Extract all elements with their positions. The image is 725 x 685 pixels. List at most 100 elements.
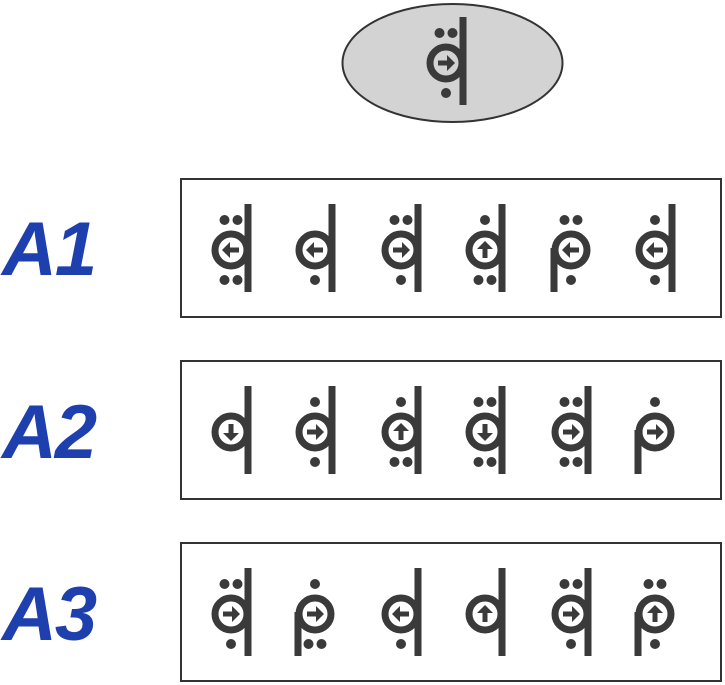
glyph-bottom-dot — [559, 457, 570, 467]
row-a3-glyph-1 — [211, 568, 252, 656]
arrow-down-icon — [477, 424, 493, 441]
row-a2-glyph-6 — [634, 397, 675, 474]
glyph-stem — [244, 568, 252, 656]
row-a1-glyph-3 — [381, 204, 422, 292]
row-a2-glyph-2 — [295, 386, 336, 474]
glyph-top-dot — [559, 397, 570, 407]
glyph-top-dot — [486, 397, 497, 407]
row-a1-glyph-5 — [550, 215, 591, 292]
glyph-bottom-dot — [389, 457, 400, 467]
glyph-bottom-dot — [473, 275, 484, 285]
glyph-stem — [634, 430, 642, 474]
glyph-bottom-dot — [219, 275, 230, 285]
glyph-bottom-dot — [486, 275, 497, 285]
glyph-stem — [414, 568, 422, 656]
glyph-bottom-dot — [650, 639, 660, 649]
glyph-top-dot — [572, 397, 583, 407]
glyph-stem — [244, 386, 252, 474]
row-a1-glyph-4 — [465, 204, 506, 292]
arrow-up-icon — [477, 241, 493, 258]
arrow-right-icon — [223, 606, 240, 622]
glyph-bottom-dot — [402, 457, 413, 467]
glyph-top-dot — [219, 215, 230, 225]
glyph-top-dot — [389, 215, 400, 225]
row-a2-glyph-5 — [551, 386, 592, 474]
glyph-bottom-dot — [310, 457, 320, 467]
glyph-top-dot — [572, 215, 583, 225]
arrow-left-icon — [392, 606, 409, 622]
glyph-bottom-dot — [310, 275, 320, 285]
row-a2-glyph-1 — [211, 386, 252, 474]
glyph-top-dot — [310, 579, 320, 589]
glyph-bottom-dot — [396, 275, 406, 285]
row-a1-glyph-1 — [211, 204, 252, 292]
glyph-top-dot — [447, 28, 458, 38]
arrow-up-icon — [647, 605, 663, 622]
glyph-stem — [459, 17, 467, 105]
row-a1-glyph-6 — [635, 204, 676, 292]
row-box-a3 — [180, 542, 722, 682]
row-a2-glyph-3 — [381, 386, 422, 474]
row-a1-glyph-2 — [295, 204, 336, 292]
target-symbol-panel — [340, 2, 565, 124]
glyph-top-dot — [396, 397, 406, 407]
glyph-bottom-dot — [566, 275, 576, 285]
glyph-bottom-dot — [316, 639, 327, 649]
row-a1-symbols — [211, 204, 676, 292]
row-label-a1: A1 — [2, 207, 97, 292]
glyph-bottom-dot — [486, 457, 497, 467]
glyph-bottom-dot — [303, 639, 314, 649]
glyph-top-dot — [559, 215, 570, 225]
glyph-top-dot — [480, 215, 490, 225]
glyph-top-dot — [232, 215, 243, 225]
glyph-bottom-dot — [441, 88, 451, 98]
glyph-top-dot — [559, 579, 570, 589]
arrow-up-icon — [477, 605, 493, 622]
row-a3-glyph-3 — [381, 568, 422, 656]
arrow-right-icon — [307, 606, 324, 622]
glyph-stem — [244, 204, 252, 292]
row-label-a3: A3 — [2, 572, 97, 657]
glyph-stem — [414, 204, 422, 292]
arrow-right-icon — [647, 424, 664, 440]
target-glyph — [426, 17, 467, 105]
glyph-stem — [668, 204, 676, 292]
glyph-bottom-dot — [226, 639, 236, 649]
glyph-stem — [498, 386, 506, 474]
glyph-top-dot — [219, 579, 230, 589]
row-a2-symbols — [211, 386, 675, 474]
row-a2-glyph-4 — [465, 386, 506, 474]
arrow-left-icon — [222, 242, 239, 258]
row-a3-glyph-4 — [465, 568, 506, 656]
target-symbol-svg — [341, 3, 564, 123]
row-box-a1 — [180, 178, 722, 318]
glyph-top-dot — [656, 579, 667, 589]
glyph-bottom-dot — [572, 457, 583, 467]
arrow-right-icon — [393, 242, 410, 258]
glyph-bottom-dot — [566, 639, 576, 649]
row-a3-symbols — [211, 568, 675, 656]
arrow-right-icon — [307, 424, 324, 440]
glyph-stem — [550, 248, 558, 292]
glyph-top-dot — [434, 28, 445, 38]
arrow-right-icon — [563, 606, 580, 622]
glyph-top-dot — [473, 397, 484, 407]
arrow-right-icon — [438, 55, 455, 71]
glyph-top-dot — [232, 579, 243, 589]
glyph-stem — [328, 204, 336, 292]
arrow-down-icon — [223, 424, 239, 441]
arrow-left-icon — [562, 242, 579, 258]
glyph-stem — [634, 612, 642, 656]
glyph-top-dot — [650, 397, 660, 407]
glyph-stem — [584, 568, 592, 656]
glyph-top-dot — [572, 579, 583, 589]
arrow-left-icon — [646, 242, 663, 258]
glyph-top-dot — [402, 215, 413, 225]
arrow-left-icon — [306, 242, 323, 258]
arrow-up-icon — [393, 423, 409, 440]
glyph-stem — [294, 612, 302, 656]
glyph-top-dot — [643, 579, 654, 589]
arrow-right-icon — [563, 424, 580, 440]
glyph-bottom-dot — [650, 275, 660, 285]
glyph-stem — [328, 386, 336, 474]
